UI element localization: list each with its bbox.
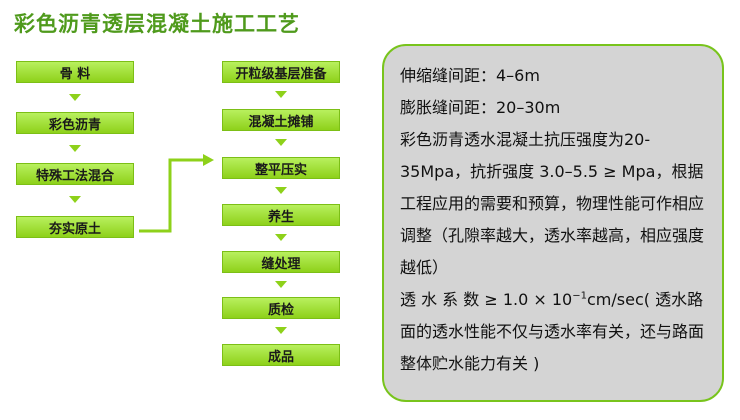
step-joint-treatment: 缝处理: [222, 251, 340, 273]
arrow-down-icon: [69, 94, 81, 101]
step-special-mixing: 特殊工法混合: [16, 163, 134, 185]
arrow-down-icon: [275, 281, 287, 288]
arrow-down-icon: [69, 145, 81, 152]
step-base-prep: 开粒级基层准备: [222, 61, 340, 83]
page-title: 彩色沥青透层混凝土施工工艺: [14, 12, 300, 36]
arrow-down-icon: [275, 139, 287, 146]
arrow-down-icon: [69, 196, 81, 203]
spec-expansion-joint-spacing: 伸缩缝间距：4–6m: [400, 66, 540, 85]
step-aggregate: 骨 料: [16, 61, 134, 83]
spec-permeability-text: 透 水 系 数 ≥ 1.0 × 10−1cm/sec( 透水路面的透水性能不仅与…: [400, 290, 705, 373]
spec-expansion-gap: 膨胀缝间距：20–30m: [400, 98, 561, 117]
step-compact-soil: 夯实原土: [16, 216, 134, 238]
step-curing: 养生: [222, 204, 340, 226]
step-paving: 混凝土摊铺: [222, 109, 340, 131]
step-finished: 成品: [222, 344, 340, 366]
step-inspection: 质检: [222, 297, 340, 319]
arrow-down-icon: [275, 91, 287, 98]
spec-strength-text: 彩色沥青透水混凝土抗压强度为20-35Mpa，抗折强度 3.0–5.5 ≥ Mp…: [400, 130, 705, 277]
step-leveling: 整平压实: [222, 157, 340, 179]
arrow-down-icon: [275, 327, 287, 334]
arrow-down-icon: [275, 234, 287, 241]
spec-panel: 伸缩缝间距：4–6m 膨胀缝间距：20–30m 彩色沥青透水混凝土抗压强度为20…: [382, 44, 724, 402]
arrow-down-icon: [275, 187, 287, 194]
step-colored-asphalt: 彩色沥青: [16, 112, 134, 134]
